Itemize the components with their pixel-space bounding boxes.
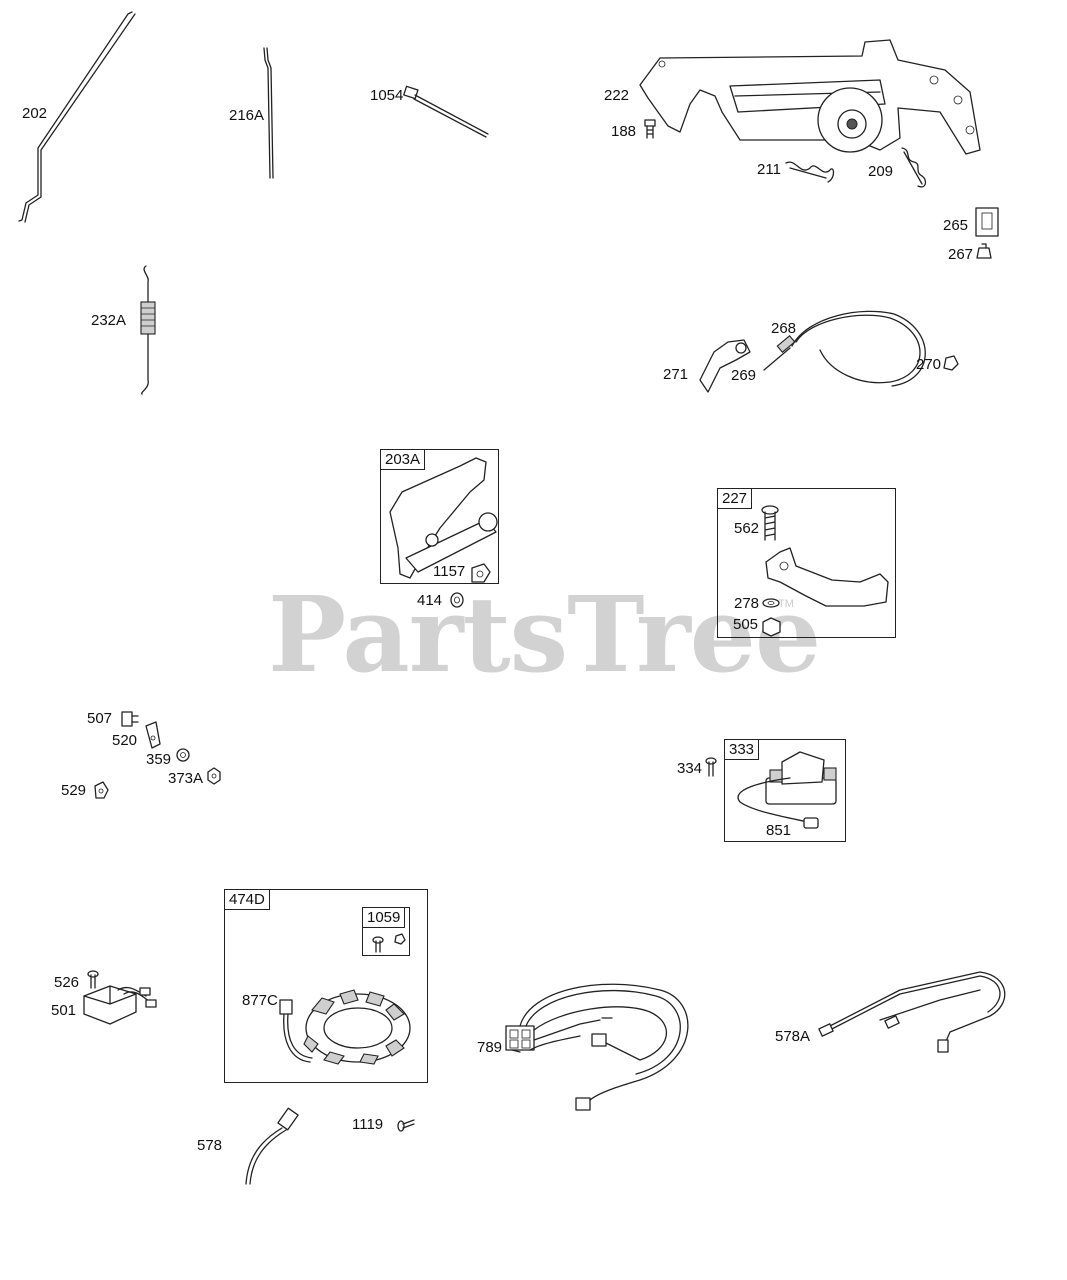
kit-box-227: 227: [717, 488, 896, 638]
callout-373A[interactable]: 373A: [168, 770, 204, 787]
callout-270[interactable]: 270: [916, 356, 942, 373]
callout-232A[interactable]: 232A: [91, 312, 127, 329]
callout-278[interactable]: 278: [734, 595, 760, 612]
callout-269[interactable]: 269: [731, 367, 757, 384]
kit-label-333[interactable]: 333: [725, 740, 760, 760]
part-222-control-bracket[interactable]: [639, 39, 981, 155]
callout-505[interactable]: 505: [733, 616, 759, 633]
kit-label-227[interactable]: 227: [718, 489, 753, 509]
part-501-rectifier[interactable]: [83, 985, 157, 1025]
callout-789[interactable]: 789: [477, 1039, 503, 1056]
part-269-fitting[interactable]: [763, 335, 796, 371]
callout-334[interactable]: 334: [677, 760, 703, 777]
callout-529[interactable]: 529: [61, 782, 87, 799]
part-1054-cable-tie[interactable]: [403, 85, 489, 138]
part-1059-hardware[interactable]: [372, 933, 406, 953]
part-203A-assembly[interactable]: [389, 457, 498, 579]
part-265-clip[interactable]: [975, 207, 999, 237]
callout-1054[interactable]: 1054: [370, 87, 404, 104]
watermark: PartsTree: [268, 573, 821, 696]
part-211-spring[interactable]: [785, 161, 835, 183]
callout-265[interactable]: 265: [943, 217, 969, 234]
part-278-washer[interactable]: [762, 598, 780, 608]
part-505-nut[interactable]: [762, 617, 781, 637]
part-359-lock-washer[interactable]: [176, 748, 190, 762]
callout-216A[interactable]: 216A: [229, 107, 265, 124]
kit-box-1059: 1059: [362, 907, 410, 956]
part-373A-nut[interactable]: [207, 767, 221, 785]
callout-1119[interactable]: 1119: [352, 1116, 384, 1133]
callout-209[interactable]: 209: [868, 163, 894, 180]
callout-359[interactable]: 359: [146, 751, 172, 768]
part-851-connector[interactable]: [803, 817, 819, 829]
part-1119-screw[interactable]: [397, 1119, 415, 1132]
callout-188[interactable]: 188: [611, 123, 637, 140]
callout-526[interactable]: 526: [54, 974, 80, 991]
part-334-screw[interactable]: [705, 757, 717, 777]
part-507-terminal[interactable]: [121, 711, 139, 727]
callout-271[interactable]: 271: [663, 366, 689, 383]
part-1157-nut[interactable]: [471, 563, 491, 583]
kit-box-333: 333: [724, 739, 846, 842]
part-268-cable[interactable]: [791, 310, 926, 387]
callout-507[interactable]: 507: [87, 710, 113, 727]
part-202-rod[interactable]: [18, 11, 136, 223]
callout-562[interactable]: 562: [734, 520, 760, 537]
callout-520[interactable]: 520: [112, 732, 138, 749]
part-474D-stator[interactable]: [303, 989, 411, 1065]
part-227-bracket[interactable]: [765, 547, 889, 607]
part-578A-wires[interactable]: [818, 971, 1006, 1053]
kit-label-474D[interactable]: 474D: [225, 890, 270, 910]
part-216A-rod[interactable]: [263, 47, 274, 179]
callout-1157[interactable]: 1157: [433, 563, 466, 580]
callout-851[interactable]: 851: [766, 822, 792, 839]
part-789-wire-harness[interactable]: [505, 983, 689, 1111]
callout-414[interactable]: 414: [417, 592, 443, 609]
part-188-screw[interactable]: [644, 119, 656, 139]
callout-222[interactable]: 222: [604, 87, 630, 104]
part-562-screw[interactable]: [761, 505, 779, 541]
kit-box-203A: 203A: [380, 449, 499, 584]
part-414-washer[interactable]: [450, 592, 464, 608]
callout-501[interactable]: 501: [51, 1002, 77, 1019]
part-578-lead[interactable]: [245, 1107, 299, 1185]
part-529-nut[interactable]: [94, 781, 109, 799]
kit-label-203A[interactable]: 203A: [381, 450, 426, 470]
part-333-ignition-armature[interactable]: [737, 751, 837, 823]
callout-578[interactable]: 578: [197, 1137, 223, 1154]
callout-877C[interactable]: 877C: [242, 992, 278, 1009]
watermark-trademark: TM: [778, 598, 794, 610]
callout-268[interactable]: 268: [771, 320, 797, 337]
callout-202[interactable]: 202: [22, 105, 48, 122]
callout-211[interactable]: 211: [757, 161, 781, 178]
kit-label-1059[interactable]: 1059: [363, 908, 406, 928]
part-209-spring[interactable]: [901, 147, 927, 188]
part-270-nut[interactable]: [943, 355, 959, 371]
part-526-screw[interactable]: [87, 970, 99, 989]
part-267-screw[interactable]: [976, 243, 992, 259]
kit-box-474D: 474D: [224, 889, 428, 1083]
part-520-bracket[interactable]: [145, 721, 161, 749]
callout-578A[interactable]: 578A: [775, 1028, 811, 1045]
callout-267[interactable]: 267: [948, 246, 974, 263]
part-877C-harness[interactable]: [279, 999, 313, 1063]
part-271-lever[interactable]: [699, 339, 751, 393]
part-232A-spring[interactable]: [140, 265, 156, 395]
